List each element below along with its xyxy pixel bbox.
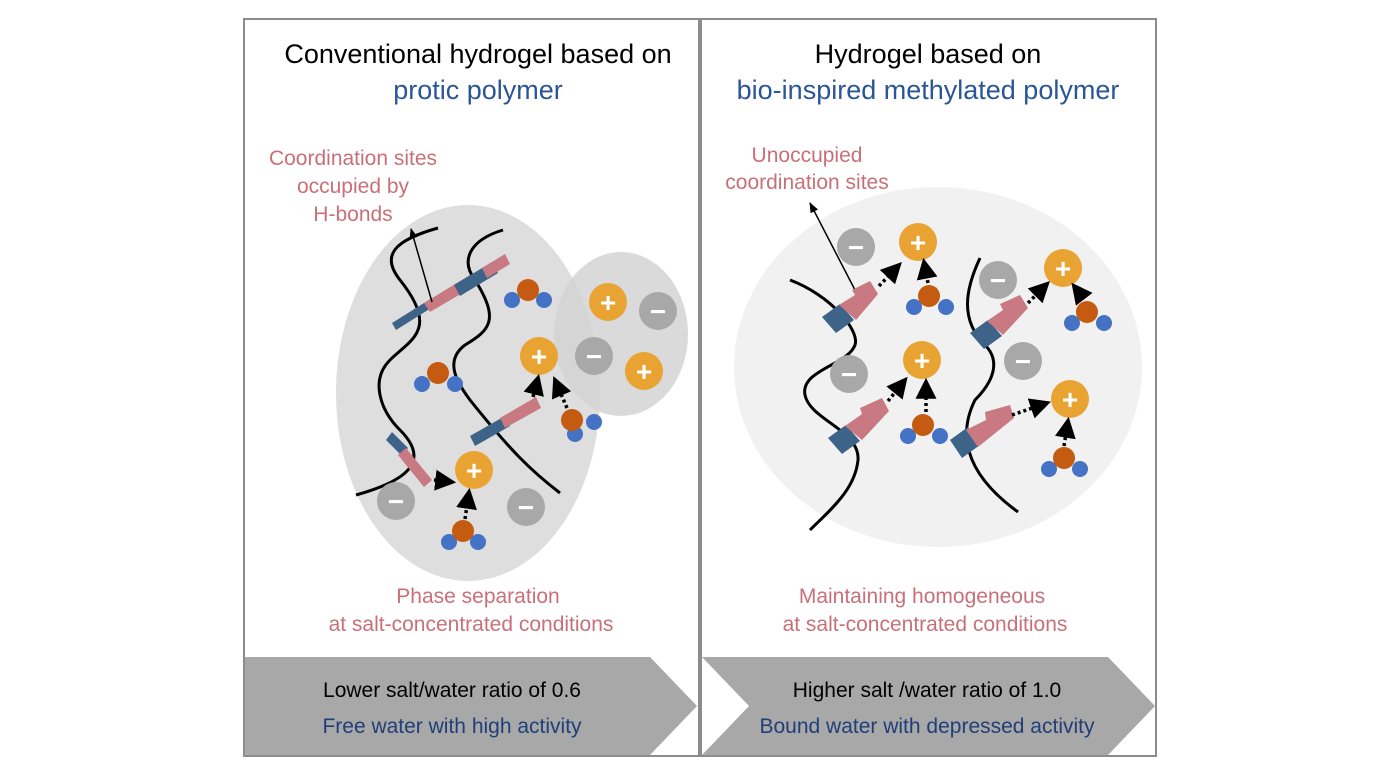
left-arrow-line1: Lower salt/water ratio of 0.6 (323, 679, 581, 702)
left-callout-line3: H-bonds (313, 203, 392, 226)
svg-text:+: + (910, 227, 926, 258)
water-molecule (561, 409, 602, 442)
anion: − (575, 337, 613, 375)
right-title-line1: Hydrogel based on (815, 39, 1042, 69)
cation: + (589, 283, 627, 321)
svg-text:−: − (841, 359, 857, 390)
right-arrow-line2: Bound water with depressed activity (759, 715, 1095, 738)
coordination-arrow (1011, 398, 1051, 419)
anion: − (837, 228, 875, 266)
side-group (822, 281, 878, 333)
anion: − (1004, 342, 1042, 380)
anion: − (979, 261, 1017, 299)
cation: + (520, 337, 558, 375)
callout-pointer (809, 202, 856, 291)
svg-text:−: − (586, 341, 602, 372)
svg-text:+: + (1062, 384, 1078, 415)
right-summary-arrow (702, 657, 1155, 755)
anion: − (639, 292, 677, 330)
anion: − (830, 355, 868, 393)
svg-text:−: − (990, 265, 1006, 296)
side-group-1 (392, 254, 510, 330)
left-arrow-line2: Free water with high activity (322, 715, 582, 738)
cation: + (625, 352, 663, 390)
left-callout-line2: occupied by (297, 175, 410, 198)
right-callout-line2: coordination sites (725, 171, 888, 194)
anion: − (377, 482, 415, 520)
svg-text:+: + (600, 287, 616, 318)
left-panel: Conventional hydrogel based on protic po… (245, 39, 697, 755)
coordination-arrow (1054, 416, 1076, 447)
polymer-chain-1 (789, 278, 860, 532)
left-callout-line1: Coordination sites (269, 147, 437, 170)
svg-text:+: + (466, 455, 482, 486)
coordination-arrow (551, 376, 572, 409)
coordination-arrow (456, 487, 477, 520)
cation: + (899, 223, 937, 261)
svg-text:+: + (531, 341, 547, 372)
water-molecule (1064, 301, 1112, 331)
left-title-line2: protic polymer (393, 75, 563, 105)
side-group (950, 405, 1014, 458)
svg-text:−: − (650, 296, 666, 327)
water-molecule (900, 414, 948, 444)
coordination-arrow (886, 376, 908, 403)
polymer-chain-2 (965, 257, 1019, 514)
callout-pointer (409, 227, 433, 303)
left-caption-line1: Phase separation (396, 585, 559, 608)
right-arrow-line1: Higher salt /water ratio of 1.0 (793, 679, 1061, 702)
water-molecule (414, 362, 463, 392)
coordination-arrow (1071, 282, 1093, 306)
water-molecule (504, 279, 552, 308)
right-caption-line1: Maintaining homogeneous (799, 585, 1045, 608)
water-molecule (906, 285, 954, 315)
right-panel: Hydrogel based on bio-inspired methylate… (702, 39, 1155, 755)
salt-phase-region (554, 252, 688, 416)
side-group (828, 398, 889, 454)
svg-text:+: + (1055, 253, 1071, 284)
cation: + (1044, 249, 1082, 287)
svg-text:−: − (1015, 346, 1031, 377)
cation: + (903, 341, 941, 379)
left-summary-arrow (245, 657, 697, 755)
anion: − (507, 488, 545, 526)
side-group (970, 295, 1028, 349)
right-title-line2: bio-inspired methylated polymer (737, 75, 1120, 105)
coordination-arrow (877, 261, 902, 288)
left-title-line1: Conventional hydrogel based on (284, 39, 671, 69)
polymer-chain-2 (452, 228, 561, 495)
right-caption-line2: at salt-concentrated conditions (783, 613, 1068, 636)
right-callout-line1: Unoccupied (752, 144, 863, 167)
svg-text:−: − (848, 232, 864, 263)
left-caption-line2: at salt-concentrated conditions (329, 613, 614, 636)
svg-text:+: + (914, 345, 930, 376)
cation: + (1051, 380, 1089, 418)
side-group-2 (386, 432, 432, 487)
svg-text:+: + (636, 356, 652, 387)
cation: + (455, 451, 493, 489)
water-molecule (441, 520, 486, 550)
water-molecule (1041, 447, 1088, 477)
side-group-3 (470, 397, 541, 446)
svg-text:−: − (518, 492, 534, 523)
svg-text:−: − (388, 486, 404, 517)
coordination-arrow (1026, 281, 1050, 305)
